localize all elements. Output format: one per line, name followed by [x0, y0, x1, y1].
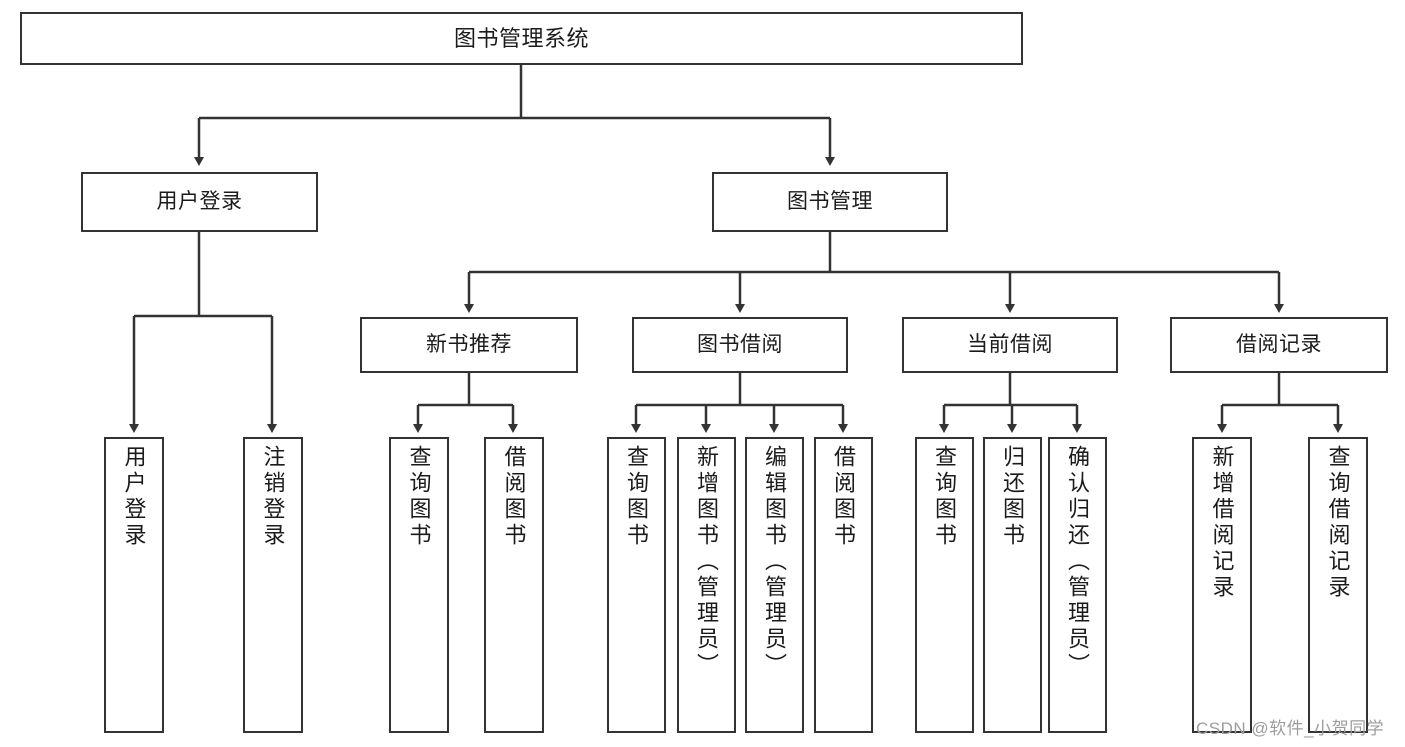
node-borrow-record-label: 借阅记录	[1236, 332, 1322, 356]
node-leaf-label: 新增图书（管理员）	[694, 445, 720, 679]
node-leaf-borrow-edit-book-admin[interactable]: 编辑图书（管理员）	[745, 437, 804, 733]
node-book-borrow[interactable]: 图书借阅	[632, 317, 848, 373]
node-leaf-borrow-query[interactable]: 查询图书	[607, 437, 666, 733]
node-leaf-borrow-add-book-admin[interactable]: 新增图书（管理员）	[677, 437, 736, 733]
node-leaf-new-book-query[interactable]: 查询图书	[389, 437, 449, 733]
node-leaf-current-return[interactable]: 归还图书	[983, 437, 1042, 733]
node-new-book-recommend-label: 新书推荐	[426, 332, 512, 356]
csdn-watermark: CSDN @软件_小贺同学	[1196, 719, 1385, 738]
node-leaf-label: 归还图书	[1000, 445, 1026, 549]
node-leaf-current-query[interactable]: 查询图书	[915, 437, 974, 733]
node-borrow-record[interactable]: 借阅记录	[1170, 317, 1388, 373]
node-leaf-record-add[interactable]: 新增借阅记录	[1192, 437, 1252, 733]
node-book-management-label: 图书管理	[787, 189, 873, 213]
node-leaf-label: 编辑图书（管理员）	[762, 445, 788, 679]
node-book-borrow-label: 图书借阅	[697, 332, 783, 356]
node-leaf-user-login-login[interactable]: 用户登录	[104, 437, 164, 733]
node-leaf-label: 确认归还（管理员）	[1065, 445, 1091, 679]
node-leaf-label: 用户登录	[121, 445, 147, 549]
node-leaf-label: 新增借阅记录	[1209, 445, 1235, 601]
node-user-login[interactable]: 用户登录	[81, 172, 318, 232]
node-user-login-label: 用户登录	[156, 189, 243, 213]
node-leaf-label: 查询图书	[932, 445, 958, 549]
node-leaf-label: 查询图书	[624, 445, 650, 549]
node-current-borrow[interactable]: 当前借阅	[902, 317, 1118, 373]
node-leaf-new-book-borrow[interactable]: 借阅图书	[484, 437, 544, 733]
node-leaf-label: 借阅图书	[831, 445, 857, 549]
node-root-label: 图书管理系统	[453, 25, 589, 51]
node-leaf-label: 查询图书	[406, 445, 432, 549]
node-new-book-recommend[interactable]: 新书推荐	[360, 317, 578, 373]
node-current-borrow-label: 当前借阅	[967, 332, 1053, 356]
node-leaf-label: 借阅图书	[501, 445, 527, 549]
node-leaf-current-confirm-return-admin[interactable]: 确认归还（管理员）	[1048, 437, 1107, 733]
node-leaf-label: 查询借阅记录	[1325, 445, 1351, 601]
node-leaf-user-login-logout[interactable]: 注销登录	[243, 437, 303, 733]
node-book-management[interactable]: 图书管理	[712, 172, 948, 232]
node-leaf-record-query[interactable]: 查询借阅记录	[1308, 437, 1368, 733]
node-root-book-management-system[interactable]: 图书管理系统	[20, 12, 1023, 65]
node-leaf-label: 注销登录	[260, 445, 286, 549]
node-leaf-borrow-borrow-book[interactable]: 借阅图书	[814, 437, 873, 733]
